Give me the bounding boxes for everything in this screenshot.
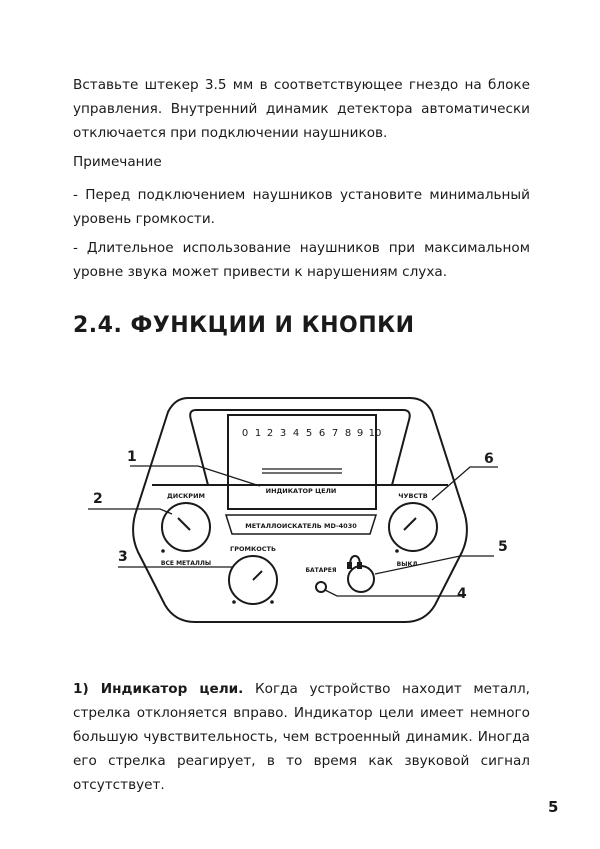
sensitivity-label: ЧУВСТВ	[398, 492, 427, 500]
callout-2: 2	[93, 491, 103, 507]
scale-tick-label: 8	[345, 428, 351, 439]
headphone-icon	[347, 554, 362, 569]
scale-tick-label: 6	[319, 428, 325, 439]
scale-tick-label: 4	[293, 428, 299, 439]
scale-tick-label: 10	[369, 428, 382, 439]
battery-indicator	[315, 581, 327, 593]
model-label: МЕТАЛЛОИСКАТЕЛЬ МD-4030	[245, 522, 357, 530]
discrim-label: ДИСКРИМ	[167, 492, 205, 500]
scale-tick-label: 2	[267, 428, 273, 439]
meter-label: ИНДИКАТОР ЦЕЛИ	[266, 487, 337, 495]
sensitivity-knob	[388, 502, 438, 552]
callout-6: 6	[484, 451, 494, 467]
headphone-jack	[347, 565, 375, 593]
off-label: ВЫКЛ	[397, 561, 418, 568]
housing-outline	[132, 397, 468, 623]
callout-3: 3	[118, 549, 128, 565]
callout-1: 1	[127, 449, 137, 465]
meter-window	[227, 414, 377, 510]
item-1-text: Когда устройство находит металл, стрелка…	[73, 681, 530, 793]
callout-5: 5	[498, 539, 508, 555]
model-plate	[224, 514, 378, 535]
discrim-knob	[161, 502, 211, 552]
scale-tick-label: 5	[306, 428, 312, 439]
intro-paragraph: Вставьте штекер 3.5 мм в соответствующее…	[73, 77, 530, 141]
page-number: 5	[548, 798, 559, 816]
item-1-paragraph: 1) Индикатор цели. Когда устройство нахо…	[73, 677, 530, 797]
note-title: Примечание	[73, 154, 162, 170]
all-metals-label: ВСЕ МЕТАЛЛЫ	[161, 560, 211, 567]
scale-tick-label: 1	[255, 428, 261, 439]
volume-knob	[228, 555, 278, 605]
scale-tick-label: 3	[280, 428, 286, 439]
section-heading: 2.4. ФУНКЦИИ И КНОПКИ	[73, 313, 415, 338]
scale-tick-label: 7	[332, 428, 338, 439]
callout-4: 4	[457, 586, 467, 602]
item-1-title: 1) Индикатор цели.	[73, 681, 244, 697]
volume-label: ГРОМКОСТЬ	[230, 545, 276, 553]
scale-tick-label: 0	[242, 428, 248, 439]
battery-label: БАТАРЕЯ	[305, 567, 336, 574]
scale-tick-label: 9	[357, 428, 363, 439]
note-item: - Длительное использование наушников при…	[73, 240, 530, 280]
note-item: - Перед подключением наушников установит…	[73, 187, 530, 227]
